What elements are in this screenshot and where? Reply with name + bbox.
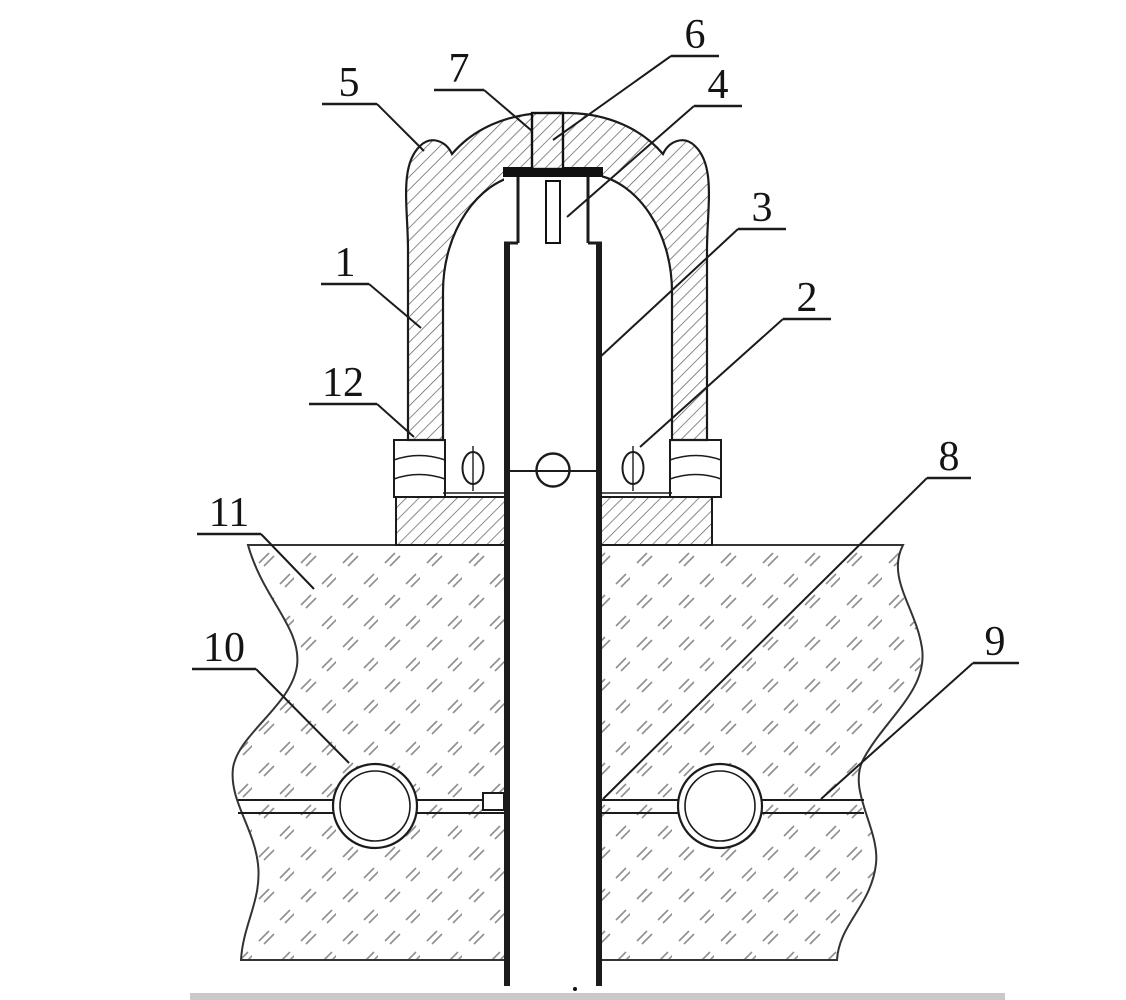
top-plug <box>530 111 565 171</box>
callout-12-label: 12 <box>322 360 364 406</box>
callout-1-label: 1 <box>335 240 356 286</box>
callout-11-label: 11 <box>209 490 249 536</box>
callout-12-leader <box>376 403 415 438</box>
callout-1: 1 <box>321 240 422 329</box>
seal-groove-right <box>669 439 722 498</box>
center-tube-bore <box>504 176 602 986</box>
groove-line-right-1 <box>669 454 722 461</box>
callout-3-label: 3 <box>752 185 773 231</box>
center-port <box>535 452 571 488</box>
callout-7: 7 <box>434 46 533 132</box>
base-flange-left <box>395 496 506 546</box>
callout-5-leader <box>376 103 425 152</box>
callout-8: 8 <box>602 434 971 800</box>
pipe-coupling <box>482 792 505 811</box>
pipe-bore-left-outer <box>331 762 419 850</box>
callout-5: 5 <box>322 60 425 152</box>
callout-7-label: 7 <box>449 46 470 92</box>
callout-4-label: 4 <box>708 62 729 108</box>
seal-groove-left <box>393 439 446 498</box>
image-bottom-edge <box>190 993 1005 1000</box>
callout-3-leader <box>598 228 739 359</box>
callout-10-label: 10 <box>203 625 245 671</box>
pipe-bore-right-inner <box>684 770 756 842</box>
callout-11: 11 <box>197 490 315 590</box>
callout-10: 10 <box>192 625 350 764</box>
callout-9-label: 9 <box>985 619 1006 665</box>
groove-line-left-2 <box>393 473 446 480</box>
callout-2: 2 <box>639 275 831 448</box>
groove-line-right-2 <box>669 473 722 480</box>
callout-9-leader <box>820 662 974 800</box>
callout-1-leader <box>368 283 422 329</box>
vent-slot <box>545 180 561 244</box>
callout-5-label: 5 <box>339 60 360 106</box>
callout-3: 3 <box>598 185 786 359</box>
callout-4-leader <box>566 105 695 218</box>
callout-8-label: 8 <box>939 434 960 480</box>
callout-6-leader <box>552 55 672 141</box>
callout-10-leader <box>255 668 350 764</box>
tube-cap-plate <box>503 167 603 177</box>
callout-11-leader <box>260 533 315 590</box>
callout-4: 4 <box>566 62 742 218</box>
callout-2-leader <box>639 318 784 448</box>
centerline-mark <box>573 987 577 991</box>
callout-2-label: 2 <box>797 275 818 321</box>
callout-8-leader <box>602 477 928 800</box>
pipe-bore-right-outer <box>676 762 764 850</box>
callout-12: 12 <box>309 360 415 438</box>
callout-6: 6 <box>552 12 719 141</box>
callout-7-leader <box>483 89 533 132</box>
pipe-bore-left-inner <box>339 770 411 842</box>
groove-line-left-1 <box>393 454 446 461</box>
callout-9: 9 <box>820 619 1019 800</box>
callout-6-label: 6 <box>685 12 706 58</box>
base-flange-right <box>599 496 713 546</box>
